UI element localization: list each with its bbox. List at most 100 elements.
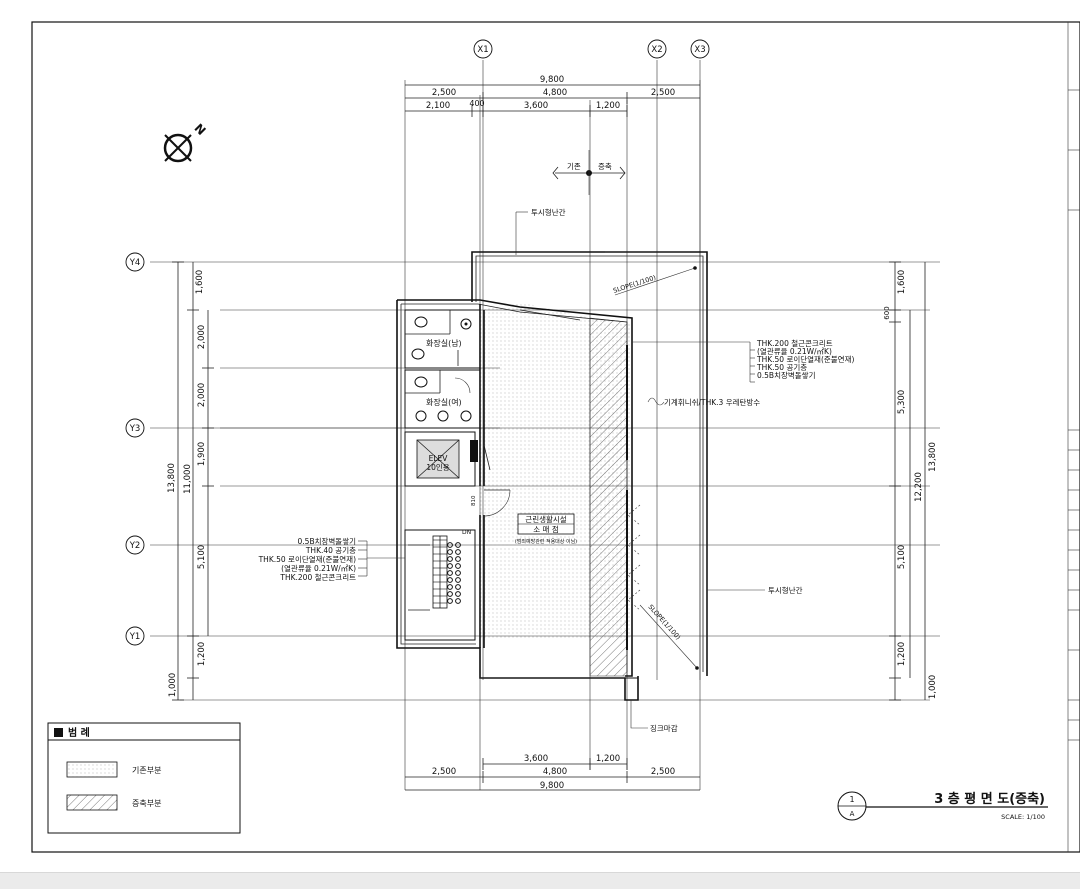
right-dimension-lines: [889, 261, 926, 701]
grid-label-y1: Y1: [129, 632, 141, 642]
reference-lines: [180, 80, 930, 790]
svg-text:N: N: [192, 121, 209, 138]
existing-building: [396, 299, 639, 701]
dim-top-total: 9,800: [540, 75, 564, 85]
grid-label-y2: Y2: [129, 541, 141, 551]
wall-spec-left-5: THK.200 철근콘크리트: [279, 572, 356, 582]
grid-label-x3: X3: [694, 45, 705, 55]
wall-spec-right-5: 0.5B치장벽돌쌓기: [757, 370, 815, 380]
label-room-name: 소 매 점: [533, 524, 558, 534]
legend-square-icon: [54, 728, 63, 737]
grid-bubble-x3: X3: [690, 39, 710, 59]
wall-spec-right-1: THK.200 철근콘크리트: [756, 338, 833, 348]
title-sheet: A: [850, 810, 855, 818]
toilet-women: [404, 369, 481, 429]
wall-spec-left-1: 0.5B치장벽돌쌓기: [298, 536, 356, 546]
dim-right-part-5: 1,200: [897, 642, 907, 666]
legend-swatch-extension: [66, 794, 118, 811]
dim-right-part-1: 1,600: [897, 270, 907, 294]
dim-left-part-2: 2,000: [197, 325, 207, 349]
grid-bubble-y3: Y3: [125, 418, 145, 438]
grid-bubble-y2: Y2: [125, 535, 145, 555]
joint-marks: [627, 504, 641, 611]
dim-bottom-row2-a: 2,500: [432, 767, 456, 777]
toilet-men: [404, 309, 481, 369]
dim-top-row3-d: 1,200: [596, 101, 620, 111]
leader-wall-spec-right: [632, 341, 755, 383]
wall-spec-right-3: THK.50 로이단열재(준불연재): [756, 354, 854, 364]
extension-outline: [471, 251, 708, 676]
dim-top-row3-c: 3,600: [524, 101, 548, 111]
legend-title: 범 례: [68, 726, 90, 739]
dim-right-outer: 13,800: [928, 442, 938, 472]
slope-line-bottom: [639, 604, 698, 669]
door-swing: [483, 489, 511, 517]
dim-bottom-row2-c: 2,500: [651, 767, 675, 777]
label-sink: 징크마감: [650, 723, 678, 733]
label-extension: 증축: [598, 162, 612, 171]
label-room-use: 근린생활시설: [525, 514, 566, 524]
wall-spec-left-3: THK.50 로이단열재(준불연재): [258, 554, 356, 564]
dim-top-row2-b: 4,800: [543, 88, 567, 98]
label-existing: 기존: [567, 162, 581, 171]
title-strip: [1067, 22, 1080, 852]
dim-door: 810: [471, 495, 477, 506]
title-drawing-name: 3 층 평 면 도(증축): [934, 791, 1045, 807]
status-bar: [0, 872, 1080, 889]
label-toilet-women: 화장실(여): [426, 397, 462, 407]
dim-top-row3-b: 400: [469, 99, 484, 108]
legend-swatch-existing: [66, 761, 118, 778]
leader-wall-spec-left: [358, 540, 405, 577]
dim-bottom-row2-b: 4,800: [543, 767, 567, 777]
label-room-note: (범죄예방관련 적용대상 이님): [515, 538, 577, 545]
dim-right-part-6: 1,000: [928, 675, 938, 699]
left-dimension-lines: [172, 261, 214, 701]
wall-spec-right-2: (열관류율 0.21W/㎡K): [757, 346, 832, 356]
elevator: [404, 431, 491, 487]
grid-label-y3: Y3: [129, 424, 141, 434]
dim-left-part-3: 2,000: [197, 383, 207, 407]
dim-top-row2-a: 2,500: [432, 88, 456, 98]
dim-bottom-total: 9,800: [540, 781, 564, 791]
dim-bottom-row1-a: 3,600: [524, 754, 548, 764]
dim-left-part-7: 1,000: [168, 673, 178, 697]
dim-bottom-row1-b: 1,200: [596, 754, 620, 764]
dim-left-outer: 13,800: [167, 463, 177, 493]
top-dimension-lines: [405, 84, 700, 117]
title-block: [837, 791, 1048, 821]
label-stair-dn: DN: [462, 529, 471, 536]
dim-top-row2-c: 2,500: [651, 88, 675, 98]
north-arrow-icon: N: [163, 121, 209, 163]
grid-label-x1: X1: [477, 45, 488, 55]
dim-right-part-4: 5,100: [897, 545, 907, 569]
label-slope-top: SLOPE(1/100): [612, 274, 657, 295]
title-scale: SCALE: 1/100: [1001, 813, 1045, 821]
legend-label-extension: 증축부분: [132, 799, 161, 808]
slope-line-top: [614, 267, 696, 296]
dim-right-part-2: 600: [883, 306, 891, 319]
wall-spec-right-4: THK.50 공기층: [756, 363, 807, 372]
wall-spec-left-2: THK.40 공기층: [305, 546, 356, 555]
grid-bubble-y1: Y1: [125, 626, 145, 646]
legend: [47, 722, 241, 834]
dim-left-mid: 11,000: [183, 464, 193, 494]
grid-label-y4: Y4: [129, 258, 141, 268]
stair: [404, 529, 476, 641]
label-railing-right: 투시형난간: [768, 585, 803, 595]
dim-right-mid: 12,200: [914, 472, 924, 502]
roof-note-symbol: [647, 397, 665, 406]
dim-left-part-1: 1,600: [195, 270, 205, 294]
legend-label-existing: 기존부분: [132, 766, 161, 775]
sheet-border: [31, 21, 1080, 853]
wall-spec-left-4: (열관류율 0.21W/㎡K): [281, 563, 356, 573]
dim-left-part-5: 5,100: [197, 545, 207, 569]
dim-top-row3-a: 2,100: [426, 101, 450, 111]
label-toilet-men: 화장실(남): [426, 338, 462, 348]
grid-bubble-x2: X2: [647, 39, 667, 59]
bottom-dimension-lines: [405, 758, 700, 791]
grid-bubble-x1: X1: [473, 39, 493, 59]
grid-label-x2: X2: [651, 45, 662, 55]
dim-left-part-4: 1,900: [197, 442, 207, 466]
grid-bubble-y4: Y4: [125, 252, 145, 272]
